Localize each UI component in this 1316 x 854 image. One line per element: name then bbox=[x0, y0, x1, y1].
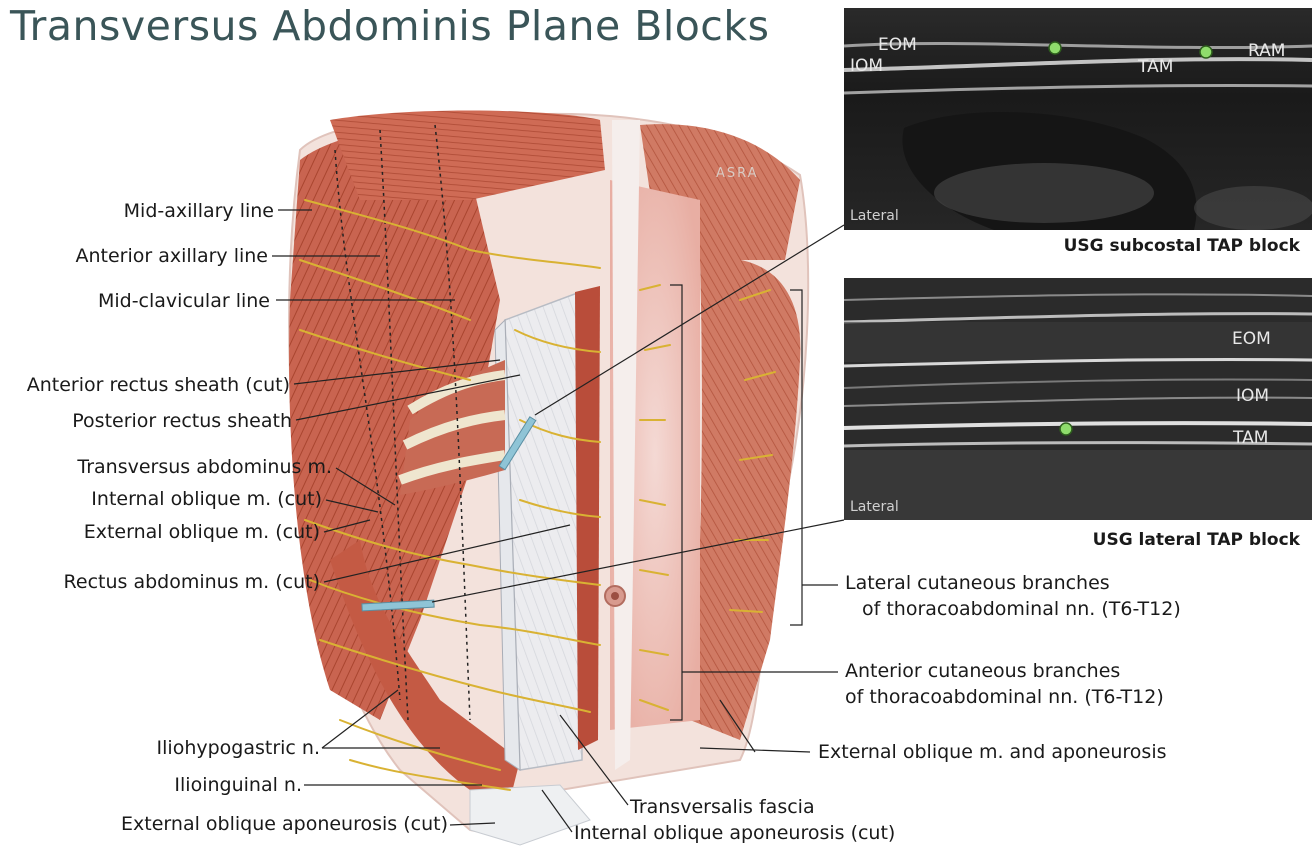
us2-label-tam: TAM bbox=[1232, 428, 1268, 448]
label-internal-oblique-aponeurosis-cut: Internal oblique aponeurosis (cut) bbox=[574, 822, 895, 844]
us1-label-tam: TAM bbox=[1137, 57, 1173, 77]
label-external-oblique-cut: External oblique m. (cut) bbox=[84, 521, 320, 543]
caption-lateral-tap: USG lateral TAP block bbox=[1093, 530, 1300, 550]
caption-subcostal-tap: USG subcostal TAP block bbox=[1064, 236, 1300, 256]
label-mid-clavicular-line: Mid-clavicular line bbox=[98, 290, 270, 312]
label-ilioinguinal-nerve: Ilioinguinal n. bbox=[174, 774, 302, 796]
label-internal-oblique-cut: Internal oblique m. (cut) bbox=[91, 488, 322, 510]
label-transversalis-fascia: Transversalis fascia bbox=[630, 796, 815, 818]
ultrasound-subcostal-image: EOM IOM TAM RAM Lateral bbox=[844, 8, 1312, 230]
label-anterior-cutaneous-branches-2: of thoracoabdominal nn. (T6-T12) bbox=[845, 686, 1164, 708]
label-iliohypogastric-nerve: Iliohypogastric n. bbox=[157, 737, 320, 759]
label-external-oblique-m-aponeurosis: External oblique m. and aponeurosis bbox=[818, 741, 1167, 763]
label-anterior-cutaneous-branches: Anterior cutaneous branches bbox=[845, 660, 1120, 682]
label-anterior-axillary-line: Anterior axillary line bbox=[76, 245, 269, 267]
us1-label-iom: IOM bbox=[850, 56, 883, 76]
us1-label-ram: RAM bbox=[1248, 41, 1285, 61]
ultrasound-lateral-image: EOM IOM TAM Lateral bbox=[844, 278, 1312, 520]
label-rectus-abdominus-cut: Rectus abdominus m. (cut) bbox=[64, 571, 320, 593]
asra-watermark: ASRA bbox=[716, 163, 759, 185]
label-anterior-rectus-sheath: Anterior rectus sheath (cut) bbox=[27, 374, 290, 396]
us2-label-eom: EOM bbox=[1232, 329, 1271, 349]
label-transversus-abdominus: Transversus abdominus m. bbox=[77, 456, 332, 478]
label-posterior-rectus-sheath: Posterior rectus sheath bbox=[72, 410, 292, 432]
label-lateral-cutaneous-branches-2: of thoracoabdominal nn. (T6-T12) bbox=[862, 598, 1181, 620]
label-lateral-cutaneous-branches: Lateral cutaneous branches bbox=[845, 572, 1110, 594]
us1-label-lateral: Lateral bbox=[850, 208, 899, 224]
us1-label-eom: EOM bbox=[878, 35, 917, 55]
us2-label-iom: IOM bbox=[1236, 386, 1269, 406]
label-external-oblique-aponeurosis-cut: External oblique aponeurosis (cut) bbox=[121, 813, 448, 835]
label-mid-axillary-line: Mid-axillary line bbox=[124, 200, 274, 222]
us2-label-lateral: Lateral bbox=[850, 499, 899, 515]
